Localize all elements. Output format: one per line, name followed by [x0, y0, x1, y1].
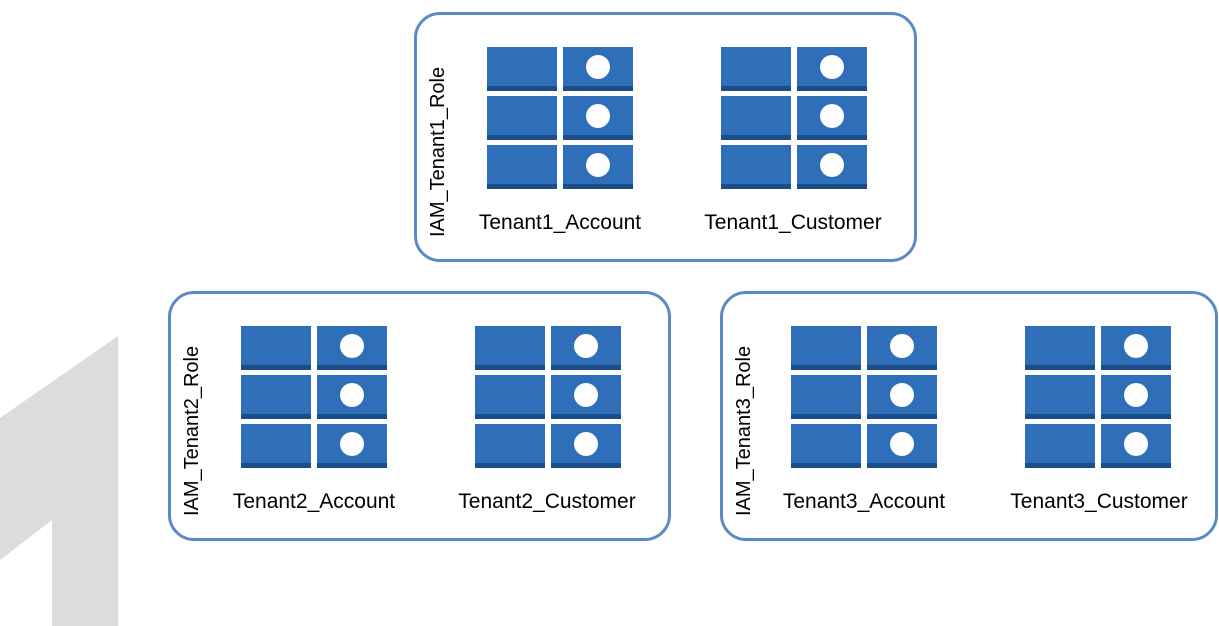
table-name: Tenant2_Account: [232, 490, 396, 513]
table-name: Tenant3_Account: [782, 490, 946, 513]
table-name: Tenant1_Account: [478, 211, 642, 234]
table-cell-shadow: [1101, 463, 1171, 468]
table-cell-shadow: [317, 414, 387, 419]
role-label: IAM_Tenant3_Role: [733, 345, 755, 516]
table-cell-shadow: [791, 365, 861, 370]
table-cell-shadow: [241, 414, 311, 419]
table-cell-shadow: [1101, 365, 1171, 370]
key-dot: [574, 334, 598, 358]
watermark-shape: [0, 336, 118, 626]
table-cell-shadow: [1101, 414, 1171, 419]
role-label: IAM_Tenant2_Role: [181, 345, 203, 516]
table-cell: [1025, 424, 1095, 468]
key-dot: [820, 104, 844, 128]
table-cell: [475, 424, 545, 468]
table-icon: [475, 326, 621, 468]
table-icon: [487, 47, 633, 189]
table-icon: [241, 326, 387, 468]
role-group-tenant2: IAM_Tenant2_Role Tenant2_Account Tenant2…: [168, 291, 671, 541]
table-cell-shadow: [551, 414, 621, 419]
table-cell-shadow: [791, 414, 861, 419]
key-dot: [1124, 383, 1148, 407]
key-dot: [574, 383, 598, 407]
table-cell: [487, 47, 557, 91]
table-cell-shadow: [867, 365, 937, 370]
table-cell-shadow: [1025, 463, 1095, 468]
table-cell-shadow: [797, 184, 867, 189]
table-cell-shadow: [241, 365, 311, 370]
table-name: Tenant2_Customer: [458, 490, 636, 513]
table-cell: [487, 96, 557, 140]
table-name: Tenant1_Customer: [704, 211, 882, 234]
table-cell: [1025, 326, 1095, 370]
table-cell-shadow: [475, 463, 545, 468]
key-dot: [890, 383, 914, 407]
table-cell-shadow: [721, 86, 791, 91]
table-cell-shadow: [867, 414, 937, 419]
table-cell-shadow: [563, 184, 633, 189]
key-dot: [340, 334, 364, 358]
table-cell: [475, 326, 545, 370]
key-dot: [586, 55, 610, 79]
table-cell: [721, 47, 791, 91]
table-cell-shadow: [721, 135, 791, 140]
table-cell: [721, 96, 791, 140]
key-dot: [586, 104, 610, 128]
table-cell-shadow: [563, 135, 633, 140]
key-dot: [820, 55, 844, 79]
key-dot: [890, 432, 914, 456]
table-cell: [241, 424, 311, 468]
role-label: IAM_Tenant1_Role: [427, 66, 449, 237]
table-cell-shadow: [487, 86, 557, 91]
table-cell-shadow: [475, 365, 545, 370]
table-cell-shadow: [551, 463, 621, 468]
table-cell-shadow: [487, 135, 557, 140]
table-icon: [721, 47, 867, 189]
table-icon: [791, 326, 937, 468]
table-cell-shadow: [241, 463, 311, 468]
table-cell-shadow: [487, 184, 557, 189]
table-cell-shadow: [563, 86, 633, 91]
table-cell-shadow: [791, 463, 861, 468]
role-group-tenant1: IAM_Tenant1_Role Tenant1_Account Tenant1…: [414, 12, 917, 262]
table-cell-shadow: [797, 86, 867, 91]
table-cell-shadow: [1025, 365, 1095, 370]
table-name: Tenant3_Customer: [1010, 490, 1188, 513]
key-dot: [574, 432, 598, 456]
key-dot: [890, 334, 914, 358]
table-cell: [791, 326, 861, 370]
table-cell: [1025, 375, 1095, 419]
table-cell-shadow: [797, 135, 867, 140]
table-icon: [1025, 326, 1171, 468]
table-cell: [791, 375, 861, 419]
table-cell-shadow: [317, 463, 387, 468]
key-dot: [340, 383, 364, 407]
key-dot: [1124, 432, 1148, 456]
key-dot: [820, 153, 844, 177]
table-cell-shadow: [721, 184, 791, 189]
table-cell: [475, 375, 545, 419]
table-cell-shadow: [1025, 414, 1095, 419]
role-group-tenant3: IAM_Tenant3_Role Tenant3_Account Tenant3…: [720, 291, 1218, 541]
key-dot: [1124, 334, 1148, 358]
table-cell: [487, 145, 557, 189]
table-cell: [241, 326, 311, 370]
table-cell: [791, 424, 861, 468]
table-cell-shadow: [317, 365, 387, 370]
table-cell-shadow: [867, 463, 937, 468]
key-dot: [340, 432, 364, 456]
table-cell: [241, 375, 311, 419]
table-cell-shadow: [551, 365, 621, 370]
key-dot: [586, 153, 610, 177]
table-cell-shadow: [475, 414, 545, 419]
table-cell: [721, 145, 791, 189]
